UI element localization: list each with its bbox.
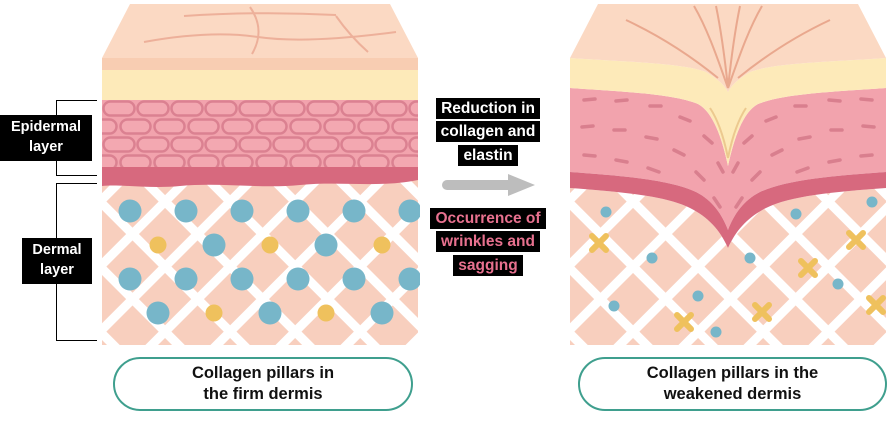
elastin-dashes [580, 97, 876, 209]
epidermal-layer-label: Epidermal layer [0, 115, 92, 161]
occurrence-text: Occurrence of wrinkles and sagging [430, 208, 546, 276]
healthy-skin-block [100, 0, 422, 350]
wrinkled-skin-illustration [570, 4, 886, 345]
fold-crease-lines [709, 107, 747, 159]
wrinkled-skin-block [568, 0, 888, 350]
skin-top-face [570, 4, 886, 92]
healthy-skin-illustration [102, 4, 422, 345]
collagen-x-marks [589, 230, 886, 332]
reduction-text: Reduction in collagen and elastin [435, 98, 541, 166]
cream-band [570, 58, 886, 166]
epidermis-cells [102, 100, 418, 168]
epidermis-band [570, 88, 886, 230]
firm-dermis-caption: Collagen pillars in the firm dermis [113, 357, 413, 411]
collagen-dots [118, 199, 422, 325]
cream-band [102, 70, 418, 100]
basement-membrane [570, 172, 886, 248]
dermal-layer-label: Dermal layer [22, 238, 92, 284]
reduction-text-block: Reduction in collagen and elastin [420, 97, 556, 167]
right-arrow-icon [442, 174, 535, 196]
basement-membrane [102, 167, 418, 187]
skin-top-face [102, 4, 418, 58]
dermis-lattice [570, 188, 886, 345]
transition-arrow [442, 172, 538, 203]
collagen-dots-sparse [600, 196, 878, 338]
occurrence-text-block: Occurrence of wrinkles and sagging [420, 207, 556, 277]
skin-front-strip [102, 58, 418, 71]
weakened-dermis-caption: Collagen pillars in the weakened dermis [578, 357, 887, 411]
